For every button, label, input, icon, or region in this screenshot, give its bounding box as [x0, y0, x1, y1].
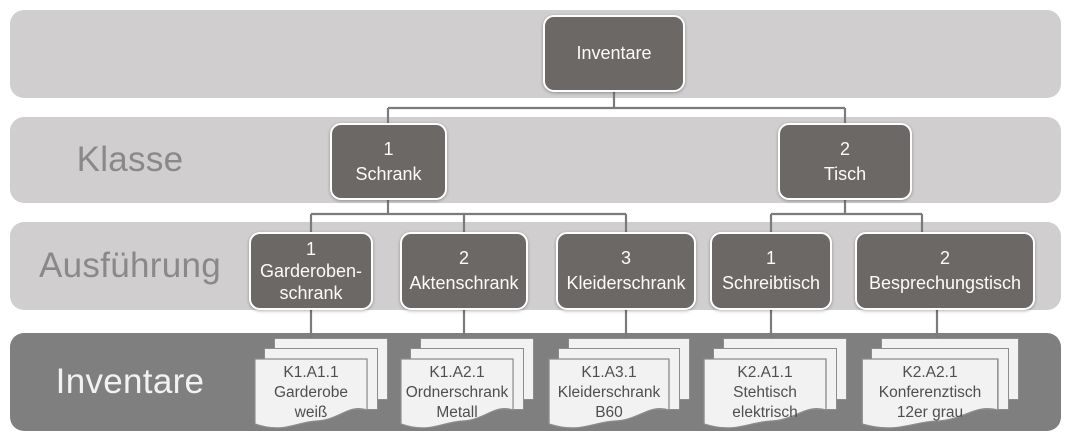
- card-front-shape: [254, 358, 368, 429]
- card-code: K1.A3.1: [581, 364, 637, 381]
- inventory-card-stack-k1a11: K1.A1.1 Garderobe weiß: [254, 338, 388, 438]
- node-label: Besprechungstisch: [868, 273, 1022, 293]
- lane-root: [10, 10, 1061, 98]
- card-variant: elektrisch: [732, 404, 798, 421]
- card-name: Garderobe: [273, 384, 349, 401]
- card-code: K1.A2.1: [429, 364, 485, 381]
- node-number: 1: [765, 248, 776, 268]
- node-label: Kleiderschrank: [566, 273, 686, 293]
- card-front-shape: [861, 358, 999, 429]
- card-front-shape: [703, 358, 827, 429]
- inventory-card-stack-k1a31: K1.A3.1 Kleiderschrank B60: [548, 338, 690, 438]
- inventory-card-text: K2.A1.1 Stehtisch elektrisch: [703, 363, 827, 423]
- inventory-card-text: K1.A3.1 Kleiderschrank B60: [548, 363, 670, 423]
- card-front-shape: [548, 358, 670, 429]
- node-ausfuehrung-aktenschrank: 2 Aktenschrank: [400, 232, 528, 310]
- inventory-card-text: K1.A2.1 Ordnerschrank Metall: [400, 363, 514, 423]
- node-klasse-tisch: 2 Tisch: [778, 123, 912, 200]
- node-number: 2: [839, 138, 850, 159]
- inventory-card-text: K1.A1.1 Garderobe weiß: [254, 363, 368, 423]
- inventory-card-text: K2.A2.1 Konferenztisch 12er grau: [861, 363, 999, 423]
- card-code: K2.A2.1: [902, 364, 958, 381]
- node-label: Inventare: [576, 43, 652, 63]
- node-number: 3: [620, 248, 631, 268]
- node-label: Schreibtisch: [721, 273, 821, 293]
- node-label: Aktenschrank: [409, 273, 519, 293]
- card-variant: weiß: [294, 404, 328, 421]
- card-code: K2.A1.1: [737, 364, 793, 381]
- lane-label-inventare: Inventare: [55, 362, 205, 401]
- card-name: Stehtisch: [733, 384, 797, 401]
- card-variant: 12er grau: [896, 404, 964, 421]
- node-number: 2: [458, 248, 469, 268]
- node-number: 1: [305, 239, 316, 259]
- node-ausfuehrung-kleiderschrank: 3 Kleiderschrank: [556, 232, 696, 310]
- card-name: Ordnerschrank: [405, 384, 509, 401]
- node-root-inventare: Inventare: [543, 15, 685, 92]
- node-label: Garderoben-: [259, 261, 363, 281]
- card-variant: B60: [595, 404, 623, 421]
- node-ausfuehrung-schreibtisch: 1 Schreibtisch: [710, 232, 832, 310]
- node-label: Schrank: [355, 163, 422, 184]
- node-number: 2: [939, 248, 950, 268]
- inventory-card-stack-k2a21: K2.A2.1 Konferenztisch 12er grau: [861, 338, 1019, 438]
- node-label: schrank: [279, 283, 343, 303]
- node-ausfuehrung-garderobenschrank: 1 Garderoben- schrank: [249, 232, 373, 310]
- inventory-card-stack-k1a21: K1.A2.1 Ordnerschrank Metall: [400, 338, 534, 438]
- lane-label-ausfuehrung: Ausführung: [38, 246, 222, 285]
- card-code: K1.A1.1: [283, 364, 339, 381]
- card-variant: Metall: [436, 404, 478, 421]
- node-klasse-schrank: 1 Schrank: [330, 123, 447, 200]
- card-front-shape: [400, 358, 514, 429]
- node-number: 1: [383, 138, 394, 159]
- inventory-card-stack-k2a11: K2.A1.1 Stehtisch elektrisch: [703, 338, 847, 438]
- node-label: Tisch: [823, 163, 867, 184]
- card-name: Kleiderschrank: [557, 384, 661, 401]
- node-ausfuehrung-besprechungstisch: 2 Besprechungstisch: [855, 232, 1035, 310]
- card-name: Konferenztisch: [878, 384, 982, 401]
- lane-label-klasse: Klasse: [76, 140, 184, 179]
